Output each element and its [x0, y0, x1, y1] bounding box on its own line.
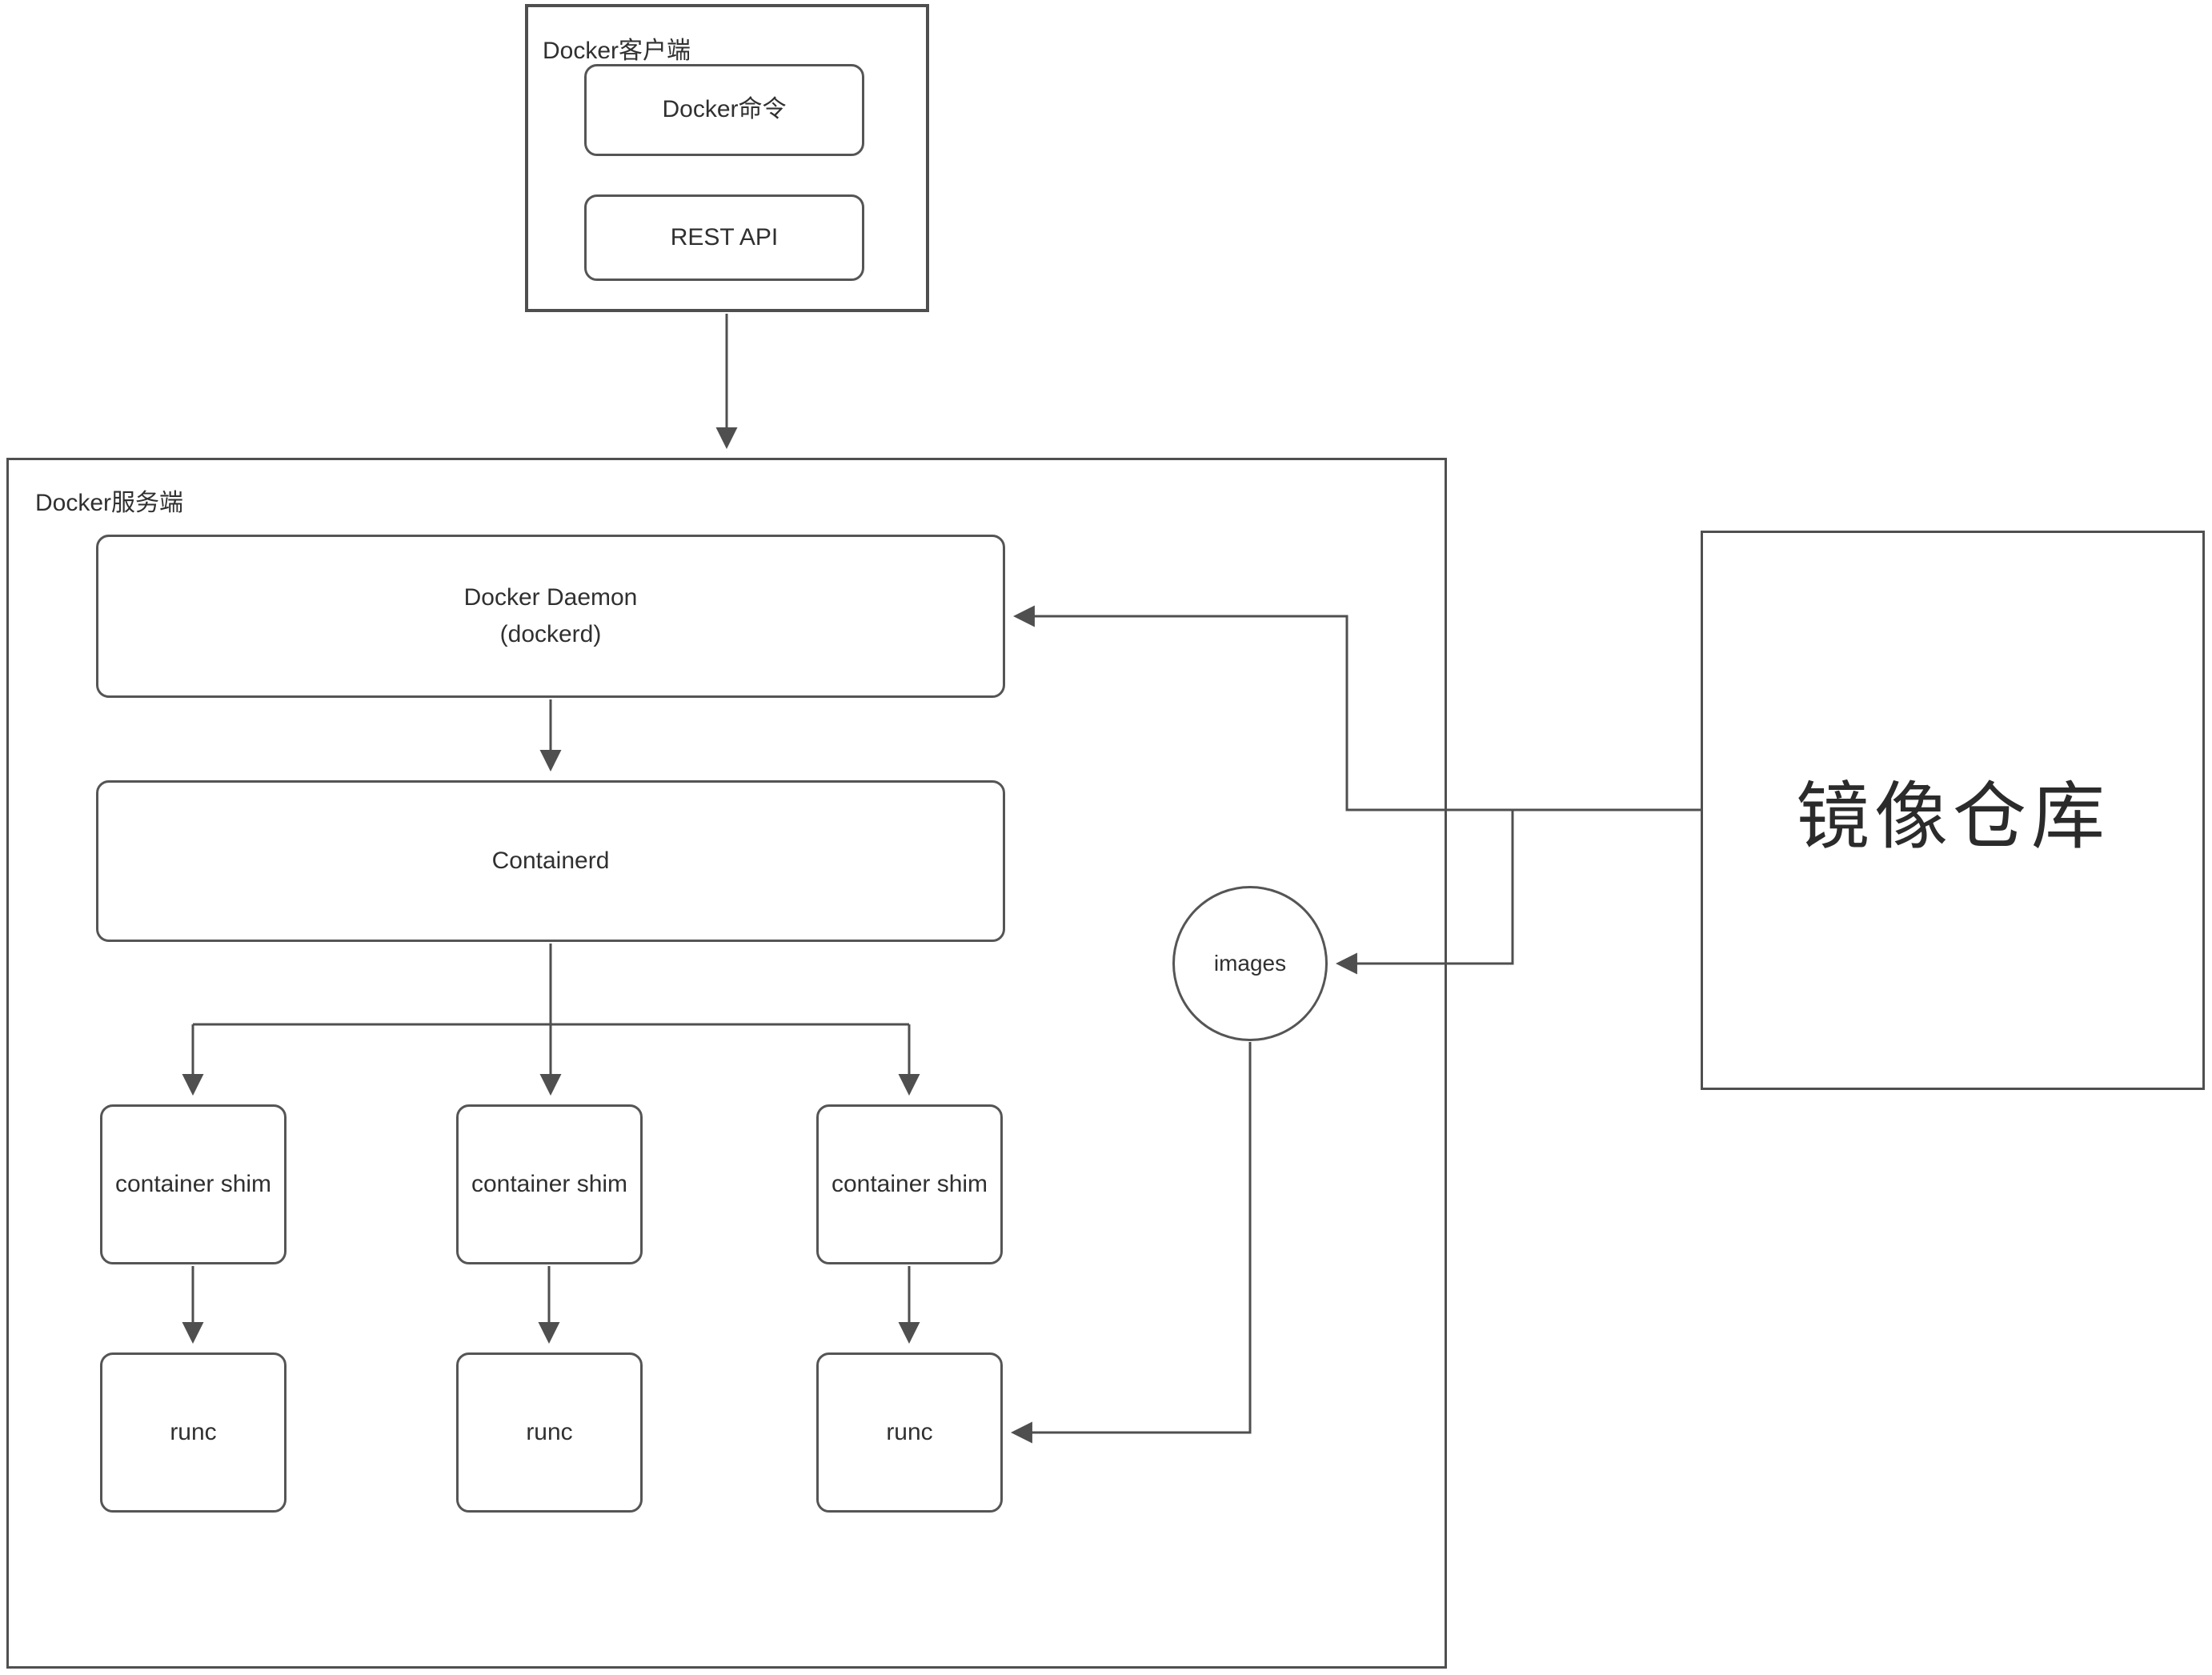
container-shim-box-2: container shim	[456, 1104, 643, 1264]
container-shim-label-1: container shim	[114, 1170, 272, 1197]
images-label: images	[1213, 951, 1287, 976]
docker-daemon-box: Docker Daemon (dockerd)	[96, 535, 1005, 698]
runc-label-1: runc	[170, 1418, 217, 1445]
runc-box-3: runc	[816, 1352, 1003, 1513]
docker-client-title: Docker客户端	[543, 38, 691, 64]
docker-daemon-label-line1: Docker Daemon	[463, 583, 638, 611]
registry-box: 镜像仓库	[1701, 531, 2205, 1090]
rest-api-box: REST API	[584, 194, 864, 281]
rest-api-label: REST API	[670, 223, 779, 250]
images-circle: images	[1172, 886, 1328, 1041]
registry-title: 镜像仓库	[1795, 776, 2110, 858]
container-shim-box-3: container shim	[816, 1104, 1003, 1264]
docker-command-box: Docker命令	[584, 64, 864, 156]
runc-box-1: runc	[100, 1352, 287, 1513]
runc-label-3: runc	[886, 1418, 933, 1445]
container-shim-label-3: container shim	[831, 1170, 988, 1197]
container-shim-label-2: container shim	[471, 1170, 628, 1197]
runc-label-2: runc	[526, 1418, 573, 1445]
container-shim-box-1: container shim	[100, 1104, 287, 1264]
containerd-label: Containerd	[491, 847, 610, 874]
docker-daemon-label-line2: (dockerd)	[499, 621, 602, 647]
docker-server-title: Docker服务端	[35, 490, 184, 516]
containerd-box: Containerd	[96, 780, 1005, 942]
docker-command-label: Docker命令	[662, 96, 787, 123]
runc-box-2: runc	[456, 1352, 643, 1513]
